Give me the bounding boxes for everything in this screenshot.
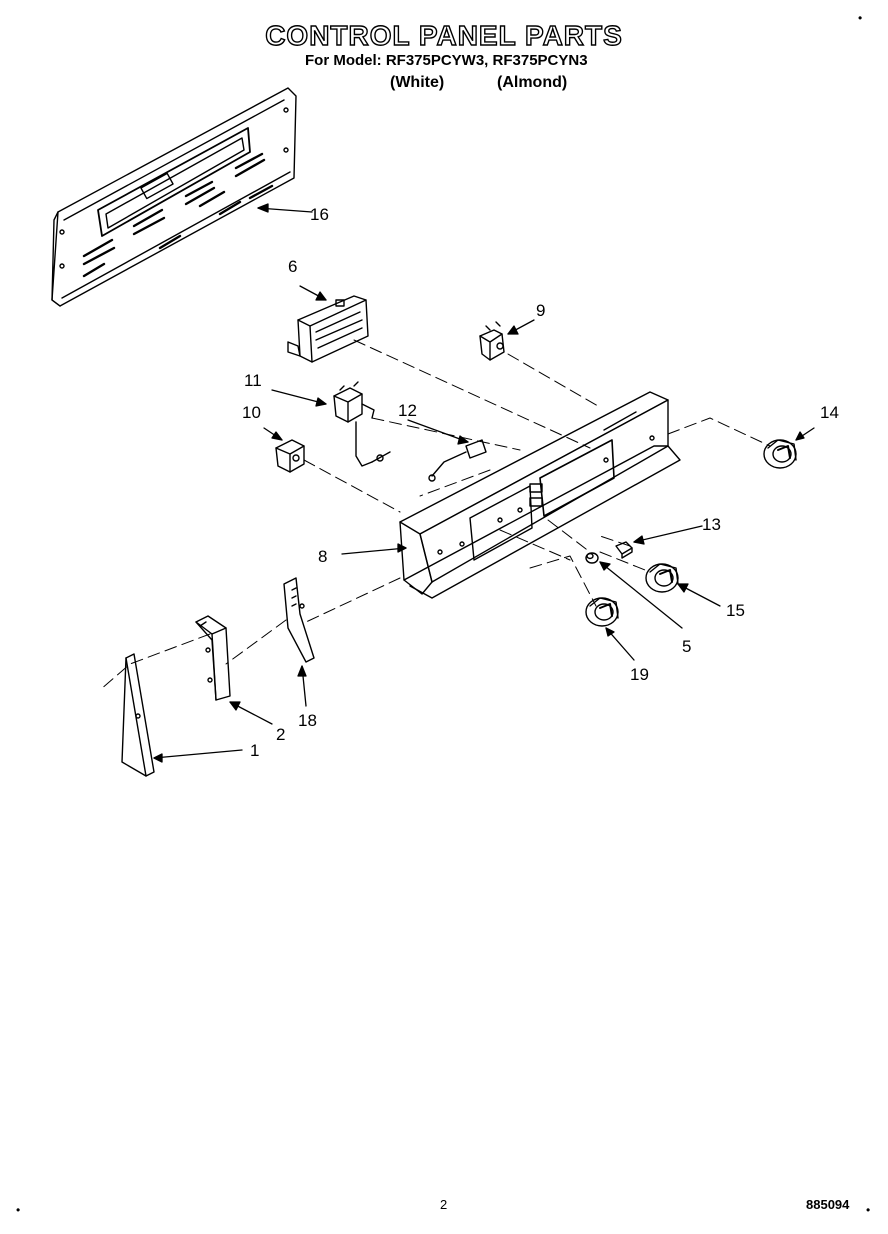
callout-13: 13 bbox=[702, 515, 721, 534]
part-10-switch bbox=[275, 439, 305, 473]
callout-16: 16 bbox=[310, 205, 329, 224]
part-12-connector bbox=[428, 439, 487, 482]
model-line: For Model: RF375PCYW3, RF375PCYN3 bbox=[305, 52, 588, 69]
leader-arrows bbox=[153, 203, 815, 763]
callout-1: 1 bbox=[250, 741, 259, 760]
part-9-switch bbox=[479, 321, 505, 361]
callout-12: 12 bbox=[398, 401, 417, 420]
variant-white-label: (White) bbox=[390, 74, 445, 91]
callout-18: 18 bbox=[298, 711, 317, 730]
part-5-bushing bbox=[585, 552, 599, 564]
callout-5: 5 bbox=[682, 637, 691, 656]
variant-almond-label: (Almond) bbox=[497, 74, 568, 91]
part-16-rear-panel bbox=[51, 87, 297, 307]
callout-15: 15 bbox=[726, 601, 745, 620]
callout-6: 6 bbox=[288, 257, 297, 276]
callout-10: 10 bbox=[242, 403, 261, 422]
corner-mark-top-right: • bbox=[858, 11, 863, 25]
assembly-lines bbox=[99, 339, 771, 691]
part-14-knob bbox=[763, 439, 797, 469]
callout-14: 14 bbox=[820, 403, 839, 422]
part-15-knob bbox=[645, 563, 679, 593]
part-1-side-trim bbox=[121, 653, 155, 777]
callout-9: 9 bbox=[536, 301, 545, 320]
callout-labels: 16 6 9 11 12 10 14 13 8 15 5 19 18 2 1 bbox=[242, 205, 839, 760]
callout-19: 19 bbox=[630, 665, 649, 684]
corner-mark-bottom-right: • bbox=[866, 1203, 871, 1217]
callout-11: 11 bbox=[244, 371, 262, 390]
callout-2: 2 bbox=[276, 725, 285, 744]
page-title: CONTROL PANEL PARTS bbox=[264, 19, 623, 51]
part-11-switch bbox=[333, 381, 391, 467]
callout-8: 8 bbox=[318, 547, 327, 566]
part-18-bracket bbox=[283, 577, 315, 663]
part-2-end-cap bbox=[195, 615, 231, 701]
page-number: 2 bbox=[440, 1197, 448, 1212]
part-8-control-housing bbox=[399, 391, 681, 599]
document-number: 885094 bbox=[806, 1197, 850, 1212]
corner-mark-bottom-left: • bbox=[16, 1203, 21, 1217]
part-6-module bbox=[287, 295, 369, 363]
part-19-knob bbox=[585, 597, 619, 627]
